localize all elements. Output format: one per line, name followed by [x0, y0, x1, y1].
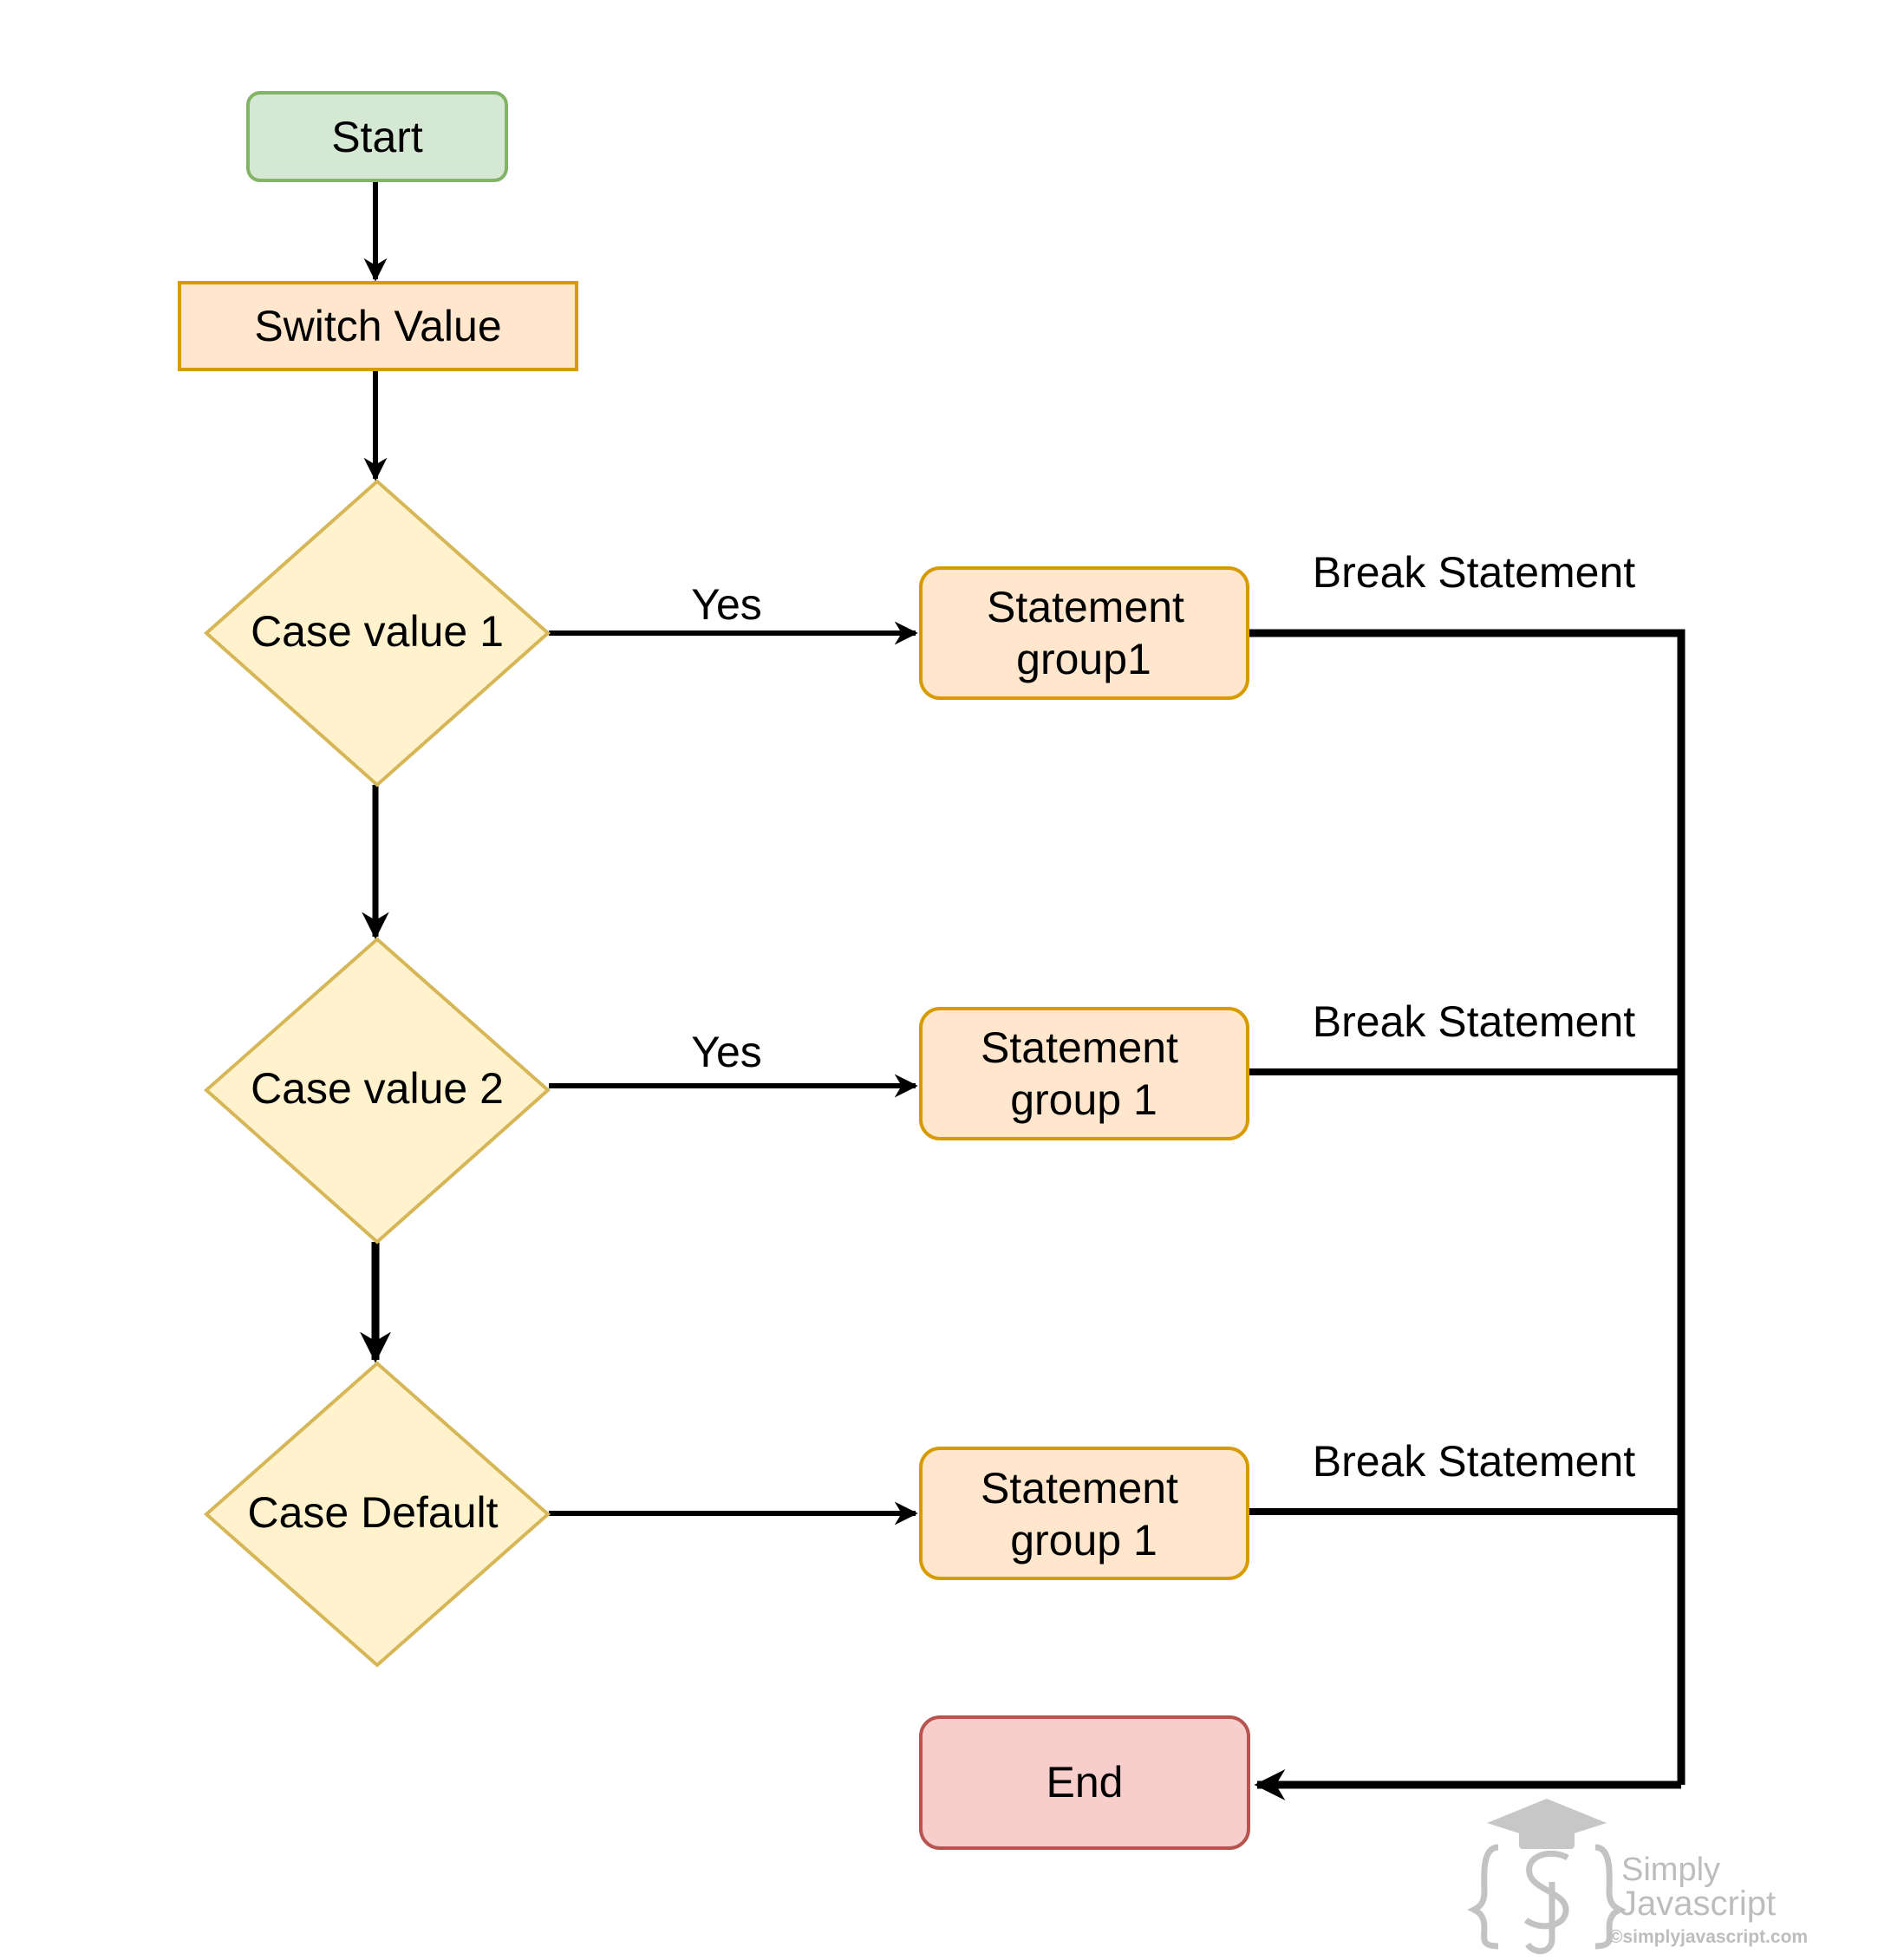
break-statement-label-1: Break Statement [1313, 548, 1636, 597]
yes-label-1: Yes [691, 580, 762, 629]
end-label: End [1047, 1758, 1124, 1806]
statement-group-node-2: Statement group 1 [919, 1007, 1249, 1140]
watermark-brand-line2: Javascript [1620, 1885, 1776, 1923]
watermark-site: ©simplyjavascript.com [1609, 1927, 1808, 1947]
case-default-label: Case Default [247, 1488, 498, 1537]
switch-value-node: Switch Value [178, 281, 578, 371]
watermark-logo: Simply Javascript ©simplyjavascript.com [1467, 1799, 1808, 1955]
start-label: Start [331, 113, 423, 161]
statement-group-node-3: Statement group 1 [919, 1447, 1249, 1580]
statement-group-1-line1: Statement [987, 583, 1184, 631]
break-statement-label-3: Break Statement [1313, 1437, 1636, 1486]
edge-break-1 [1247, 629, 1686, 1785]
start-node: Start [246, 91, 508, 182]
statement-group-3-line2: group 1 [1010, 1516, 1157, 1565]
statement-group-2-line1: Statement [981, 1023, 1178, 1072]
statement-group-1-line2: group1 [1016, 635, 1151, 683]
end-node: End [919, 1715, 1250, 1850]
switch-value-label: Switch Value [254, 302, 501, 350]
statement-group-3-line1: Statement [981, 1464, 1178, 1512]
case-default-node: Case Default [203, 1361, 551, 1668]
case-value-2-node: Case value 2 [203, 937, 551, 1245]
edges [360, 182, 1686, 1800]
watermark-brand-line1: Simply [1621, 1852, 1720, 1888]
statement-group-2-line2: group 1 [1010, 1075, 1157, 1124]
case-value-1-node: Case value 1 [203, 479, 551, 787]
case-value-2-label: Case value 2 [251, 1064, 504, 1113]
statement-group-node-1: Statement group1 [919, 566, 1249, 700]
case-value-1-label: Case value 1 [251, 607, 504, 656]
break-statement-label-2: Break Statement [1313, 997, 1636, 1046]
sj-monogram-icon [1467, 1844, 1627, 1955]
graduation-cap-icon [1487, 1799, 1607, 1849]
yes-label-2: Yes [691, 1028, 762, 1076]
